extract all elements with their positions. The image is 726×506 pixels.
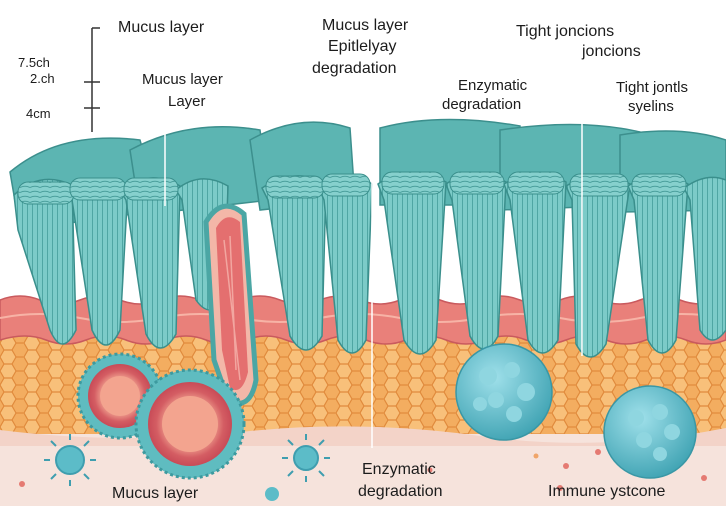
- label-tight-right: Tight jontls: [616, 80, 688, 95]
- scale-mark-1: 7.5ch: [18, 56, 50, 69]
- scale-bar: [84, 28, 100, 132]
- label-center-mucus-layer: Mucus layer: [322, 18, 408, 34]
- label-tight-right-sub: syelins: [628, 99, 674, 114]
- label-enzymatic-bottom-degradation: degradation: [358, 484, 443, 500]
- label-mucus-layer-mid: Mucus layer: [142, 72, 223, 87]
- label-tight-junctions-sub: joncions: [582, 44, 641, 60]
- immune-cell-right: [604, 386, 696, 478]
- label-mucus-layer-mid-sub: Layer: [168, 94, 206, 109]
- cross-section-ring-large: [136, 370, 244, 478]
- label-enzymatic-bottom: Enzymatic: [362, 462, 436, 478]
- label-mucus-layer-top: Mucus layer: [118, 20, 204, 36]
- label-enzymatic-top: Enzymatic: [458, 78, 527, 93]
- immune-cell-middle: [456, 344, 552, 440]
- label-center-degradation: degradation: [312, 61, 397, 77]
- label-tight-junctions: Tight joncions: [516, 24, 614, 40]
- label-center-epithelial: Epitlelyay: [328, 39, 396, 55]
- label-mucus-layer-bottom: Mucus layer: [112, 486, 198, 502]
- label-immune-system: Immune ystcone: [548, 484, 665, 500]
- scale-mark-2: 2.ch: [30, 72, 55, 85]
- scale-mark-3: 4cm: [26, 107, 51, 120]
- label-enzymatic-top-degradation: degradation: [442, 97, 521, 112]
